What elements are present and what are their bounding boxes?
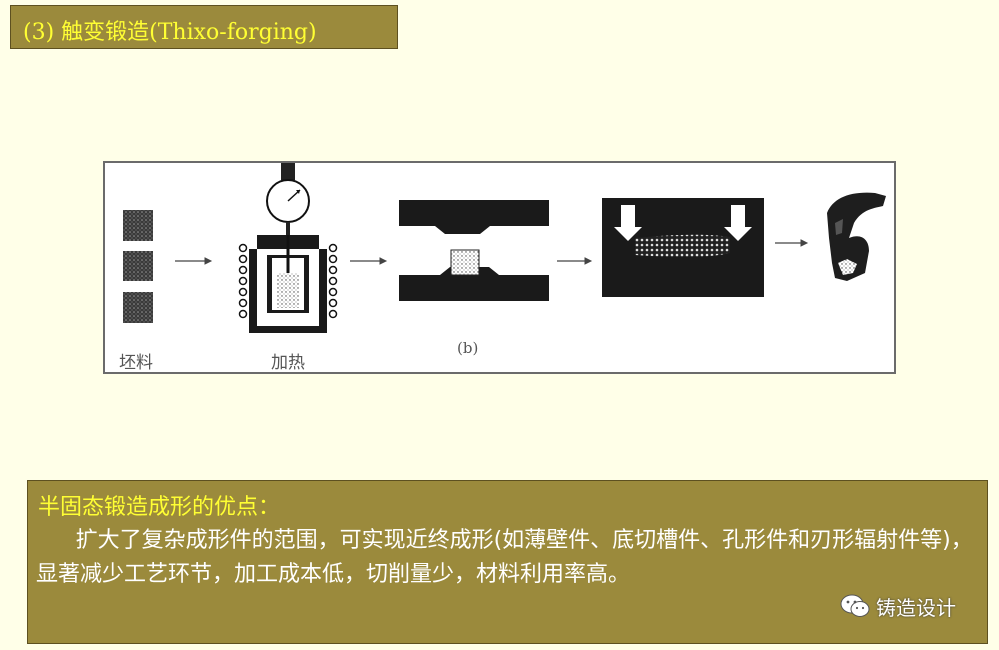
arrow-1 [175, 257, 213, 265]
billet-stack [123, 210, 153, 323]
watermark: 铸造设计 [840, 586, 956, 626]
arrow-3 [557, 257, 593, 265]
label-panel-b: (b) [457, 339, 479, 357]
watermark-text: 铸造设计 [876, 595, 956, 620]
arrow-2 [350, 257, 388, 265]
open-die [399, 200, 549, 301]
process-figure: 坯料 加热 (b) [103, 161, 896, 374]
heating-furnace [238, 163, 338, 333]
thixo-forging-diagram [123, 163, 886, 333]
advantages-heading: 半固态锻造成形的优点： [38, 495, 281, 520]
closed-die [602, 198, 764, 297]
advantages-box: 半固态锻造成形的优点： 扩大了复杂成形件的范围，可实现近终成形(如薄壁件、底切槽… [27, 480, 988, 644]
advantages-body: 扩大了复杂成形件的范围，可实现近终成形(如薄壁件、底切槽件、孔形件和刃形辐射件等… [36, 528, 973, 587]
wechat-icon [840, 594, 870, 617]
page-title: (3) 触变锻造(Thixo-forging) [23, 20, 317, 45]
label-billet: 坯料 [119, 353, 153, 373]
forged-part [827, 192, 886, 281]
label-heating: 加热 [271, 353, 305, 373]
arrow-4 [775, 239, 809, 247]
title-banner: (3) 触变锻造(Thixo-forging) [10, 5, 398, 49]
